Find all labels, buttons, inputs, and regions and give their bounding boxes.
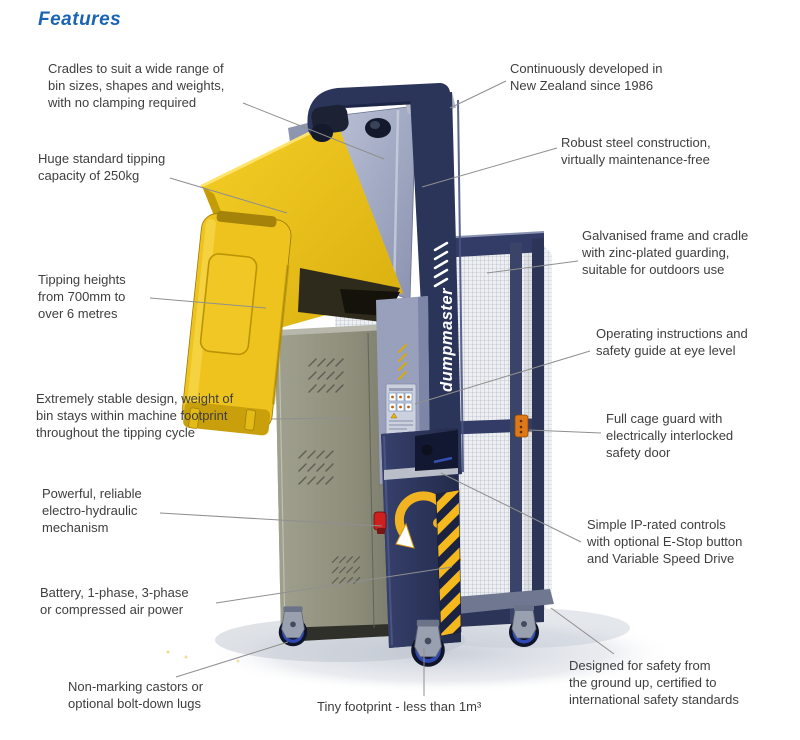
control-pedestal [373,428,462,648]
leader-line [449,80,507,109]
leader-line [169,177,288,214]
wheelie-bin [182,210,292,436]
callout-instructions: Operating instructions and safety guide … [596,326,748,358]
leader-line [270,417,352,420]
leader-line [440,472,582,543]
callout-cage: Full cage guard with electrically interl… [606,411,734,460]
brand-slashes [433,241,449,288]
leader-line [414,350,591,405]
cage-base-bar [443,589,554,615]
callout-castors: Non-marking castors or optional bolt-dow… [68,679,204,711]
leader-lines [149,80,615,696]
callout-hydraulic: Powerful, reliable electro-hydraulic mec… [42,486,142,535]
leader-line [175,641,289,678]
callout-footprint: Tiny footprint - less than 1m³ [317,699,482,714]
leader-line [421,147,558,188]
callout-steel: Robust steel construction, virtually mai… [561,135,711,167]
callout-stable: Extremely stable design, weight of bin s… [36,391,234,440]
callout-developed: Continuously developed in New Zealand si… [510,61,663,93]
leader-line [486,260,579,274]
steel-cabinet [275,324,398,642]
brand-label: dumpmaster [438,287,456,392]
control-recess [415,430,458,471]
callout-controls: Simple IP-rated controls with optional E… [587,517,743,566]
hazard-stripes [435,489,462,637]
callout-heights: Tipping heights from 700mm to over 6 met… [38,272,126,321]
door-interlock-latch [514,414,529,438]
callout-cradles: Cradles to suit a wide range of bin size… [48,61,225,110]
bin-lid-panel [199,253,258,356]
leader-line [528,429,602,434]
callout-galvanised: Galvanised frame and cradle with zinc-pl… [582,228,749,277]
callout-safety: Designed for safety from the ground up, … [569,658,739,707]
leader-line [215,566,453,604]
callout-power: Battery, 1-phase, 3-phase or compressed … [40,585,189,617]
leader-line [550,607,615,655]
mast-hazard-ticks [398,344,407,380]
bin-grabber [311,124,333,142]
page-title: Features [38,9,122,30]
callout-capacity: Huge standard tipping capacity of 250kg [38,151,166,183]
warning-triangle-icon [390,412,398,419]
leader-line [159,512,383,527]
leader-line [242,102,385,160]
leader-line [149,297,267,309]
